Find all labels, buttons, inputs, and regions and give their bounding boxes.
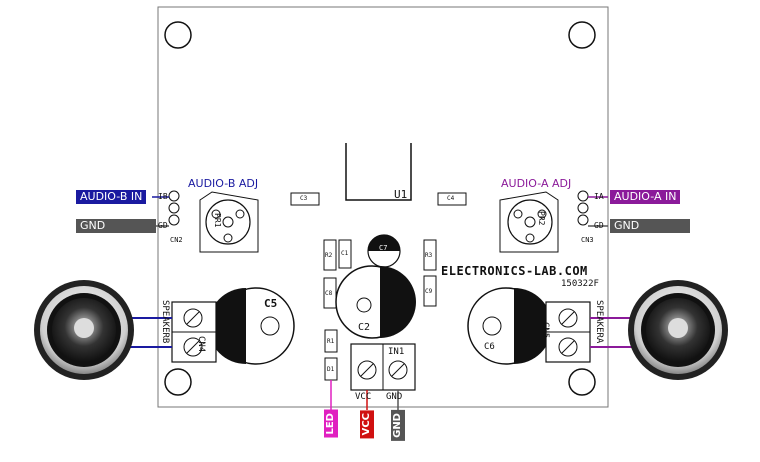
capacitor-c2 [335,265,416,339]
gnd-left-tag: GND [76,219,156,233]
ib-label: IB [158,192,168,201]
cn2-connector [168,190,180,226]
in1-vcc-label: VCC [355,392,372,402]
c9-footprint [423,275,437,307]
c1-label: C1 [341,250,349,257]
pr2-label: PR2 [537,211,546,226]
terminal-cn4 [171,301,217,363]
gnd-bottom-tag: GND [391,410,405,441]
vcc-tag: VCC [360,410,374,439]
c8-label: C8 [325,290,333,297]
speaker-a-label: SPEAKERA [594,300,604,344]
c2-label: C2 [358,322,371,333]
mounting-hole-top-left [164,21,192,49]
u1-outline [345,143,412,201]
c9-label: C9 [425,288,433,295]
c3-footprint [290,192,320,206]
terminal-cn5 [545,301,591,363]
audio-a-in-tag: AUDIO-A IN [610,190,681,204]
r1-label: R1 [327,338,335,345]
in1-label: IN1 [388,347,405,357]
cn3-label: CN3 [581,236,594,244]
gnd-right-tag: GND [610,219,690,233]
d1-label: D1 [327,366,335,373]
mounting-hole-top-right [568,21,596,49]
cn4-label: CN4 [196,336,206,353]
c6-label: C6 [484,342,495,352]
gd-left-label: GD [158,221,168,230]
c7-label: C7 [379,244,388,252]
led-tag: LED [324,410,338,438]
ia-label: IA [594,192,604,201]
c4-label: C4 [447,195,455,202]
potentiometer-pr2 [499,191,559,253]
board-code: 150322F [561,279,599,289]
r1-footprint [324,329,338,353]
cn5-label: CN5 [540,322,550,339]
capacitor-c5 [208,287,295,365]
cn2-label: CN2 [170,236,183,244]
pr1-label: PR1 [213,213,222,228]
c8-footprint [323,277,337,309]
brand-text: ELECTRONICS-LAB.COM [441,264,588,278]
audio-a-adj-label: AUDIO-A ADJ [501,177,572,190]
c4-footprint [437,192,467,206]
speaker-a-icon [628,280,728,380]
r3-footprint [423,239,437,271]
r2-footprint [323,239,337,271]
speaker-b-label: SPEAKERB [160,300,170,344]
mounting-hole-bottom-right [568,368,596,396]
in1-gnd-label: GND [386,392,403,402]
audio-b-in-tag: AUDIO-B IN [76,190,147,204]
terminal-in1 [350,343,416,391]
capacitor-c6 [467,287,552,365]
capacitor-c7 [367,234,401,268]
mounting-hole-bottom-left [164,368,192,396]
r3-label: R3 [425,252,433,259]
audio-b-adj-label: AUDIO-B ADJ [188,177,259,190]
potentiometer-pr1 [199,191,259,253]
cn3-connector [577,190,589,226]
c3-label: C3 [300,195,308,202]
c1-footprint [338,239,352,269]
c5-label: C5 [264,297,278,310]
speaker-b-icon [34,280,134,380]
u1-label: U1 [394,188,408,201]
gd-right-label: GD [594,221,604,230]
r2-label: R2 [325,252,333,259]
